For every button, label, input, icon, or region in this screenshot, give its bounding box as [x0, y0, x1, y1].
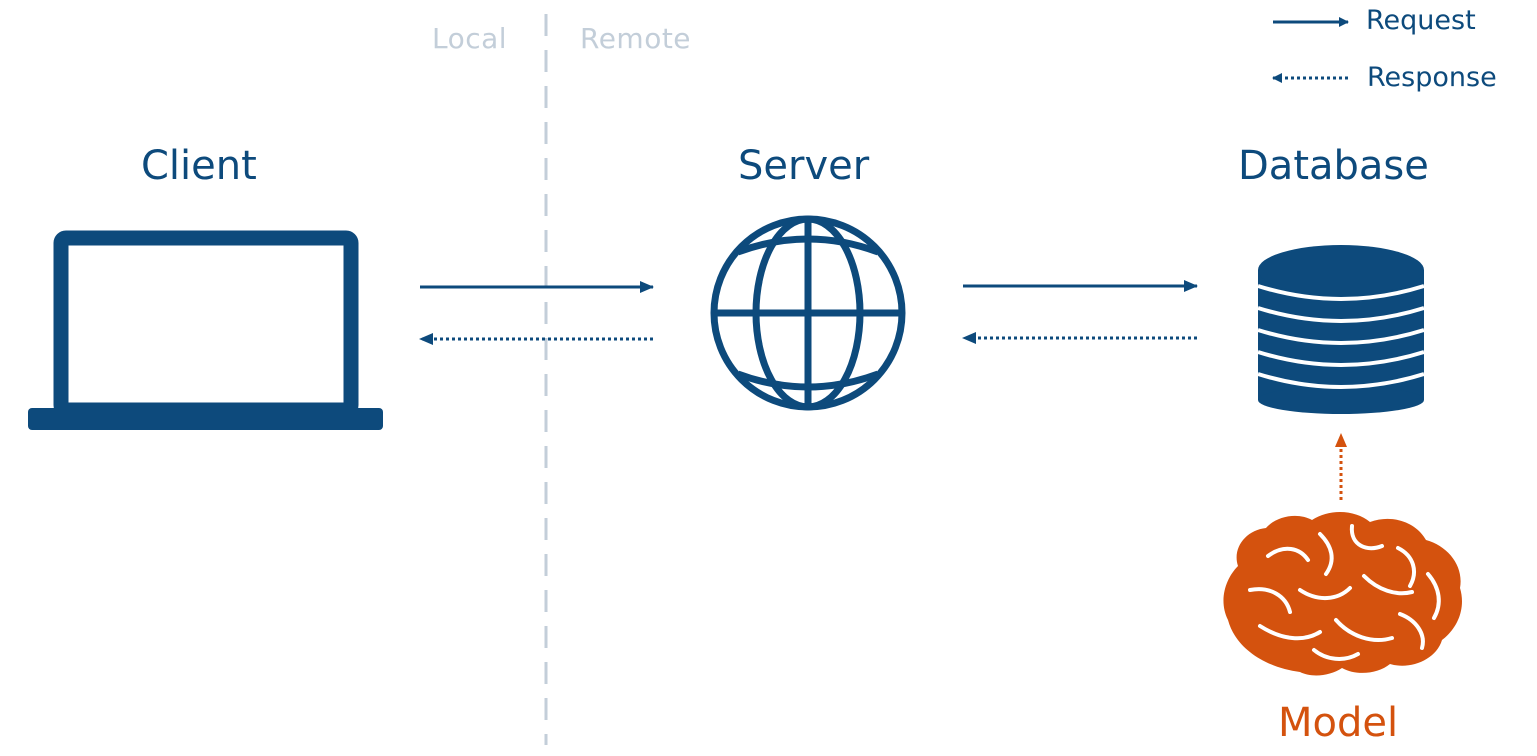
globe-icon: [710, 215, 906, 411]
node-title-database: Database: [1238, 143, 1429, 189]
legend-request-label: Request: [1366, 5, 1476, 36]
brain-icon: [1223, 511, 1462, 700]
legend-response-label: Response: [1367, 62, 1497, 93]
database-icon: [1257, 245, 1425, 414]
node-title-server: Server: [738, 143, 870, 189]
laptop-icon: [28, 230, 383, 430]
node-title-model: Model: [1278, 700, 1399, 746]
zone-label-local: Local: [432, 22, 508, 55]
zone-label-remote: Remote: [580, 22, 692, 55]
node-title-client: Client: [141, 143, 257, 189]
